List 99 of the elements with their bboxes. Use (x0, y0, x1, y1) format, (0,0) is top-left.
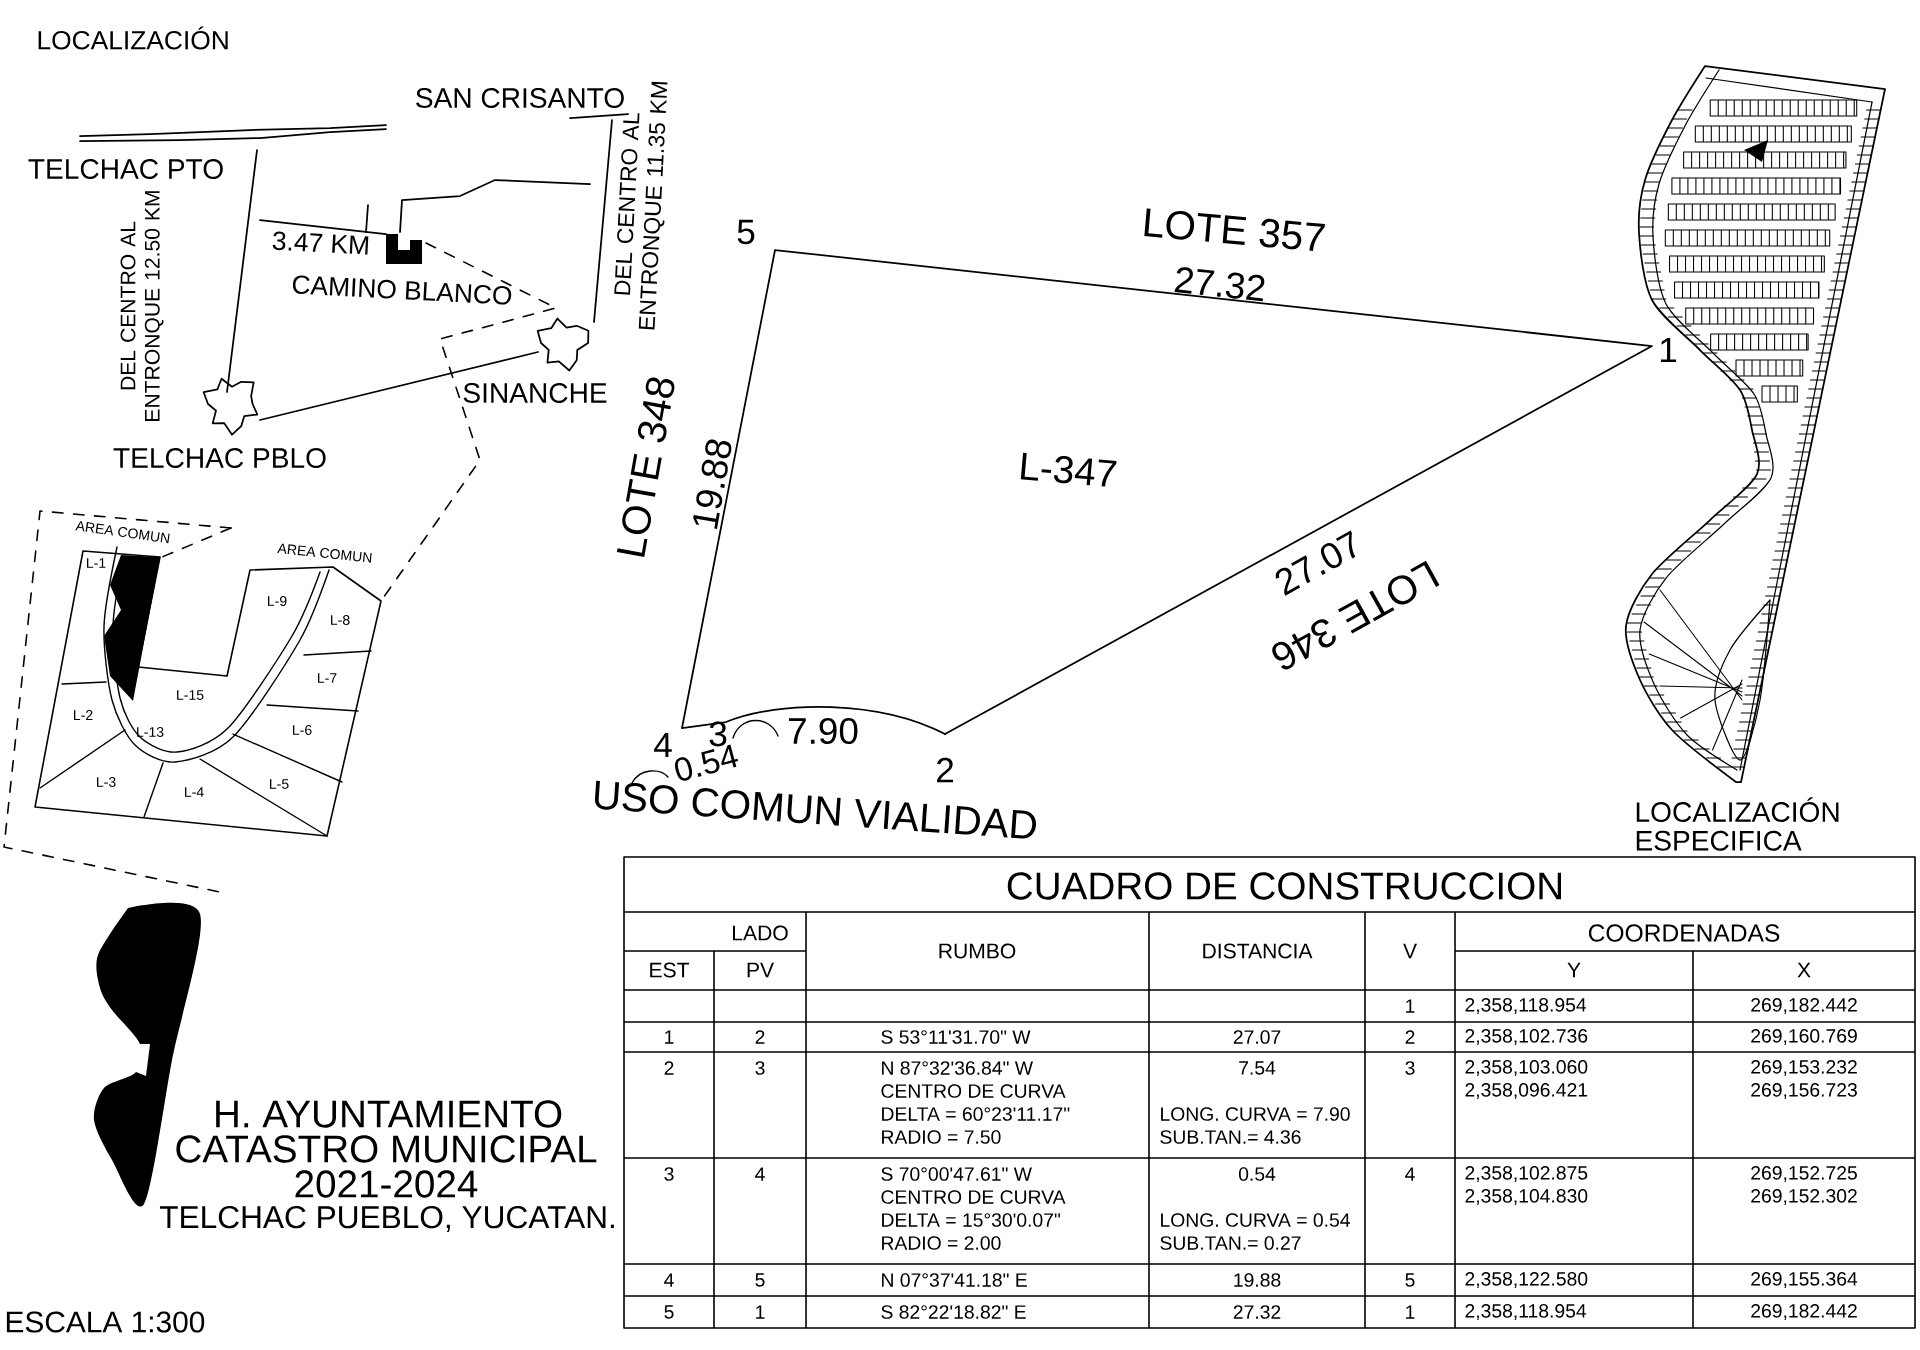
cell-text: SUB.TAN.= 4.36 (1160, 1130, 1301, 1144)
cell-text: 5 (755, 1273, 765, 1287)
cell-text: 3 (755, 1061, 765, 1075)
cell-text: RADIO = 7.50 (882, 1130, 1001, 1144)
cell-text: 3 (664, 1167, 674, 1181)
cell-text: 1 (1406, 999, 1415, 1013)
cell-text: 2,358,104.830 (1465, 1189, 1588, 1205)
cell-text: 2 (1405, 1030, 1415, 1044)
cell-text: 2,358,118.954 (1465, 1304, 1587, 1320)
cell-text: 2,358,103.060 (1465, 1060, 1588, 1076)
cell-text: DELTA = 60°23'11.17" (882, 1107, 1070, 1121)
neighbour-lot-label: LOTE 357 (1144, 208, 1325, 251)
lot-label: L-7 (318, 673, 337, 683)
cell-text: CENTRO DE CURVA (881, 1190, 1066, 1204)
cell-text: 2,358,122.580 (1465, 1272, 1588, 1288)
lot-label: L-5 (270, 779, 289, 789)
lot-label: L-1 (87, 558, 106, 568)
cell-text: 27.32 (1233, 1305, 1281, 1319)
cell-text: 4 (755, 1167, 765, 1181)
cell-text: 27.07 (1233, 1030, 1281, 1044)
column-header: PV (747, 962, 774, 978)
cell-text: 5 (1405, 1273, 1415, 1287)
scale-note: ESCALA 1:300 (6, 1311, 205, 1333)
cell-text: 4 (664, 1273, 674, 1287)
column-header: RUMBO (939, 943, 1016, 959)
place-name: SAN CRISANTO (416, 88, 624, 108)
cell-text: S 82°22'18.82" E (881, 1305, 1026, 1319)
place-name: TELCHAC PBLO (113, 448, 326, 468)
cell-text: 2,358,102.736 (1465, 1029, 1588, 1045)
cell-text: 269,152.302 (1751, 1189, 1857, 1205)
cell-text: 0.54 (1239, 1167, 1276, 1181)
cell-text: S 70°00'47.61" W (881, 1167, 1032, 1181)
lot-label: L-15 (177, 690, 204, 700)
lot-label: L-6 (293, 725, 312, 735)
lot-label: L-13 (137, 727, 164, 737)
neighbour-lot-label: LOTE 348 (616, 377, 675, 557)
cell-text: SUB.TAN.= 0.27 (1160, 1236, 1301, 1250)
cell-text: 5 (664, 1305, 674, 1319)
lot-label: L-2 (74, 710, 93, 720)
side-length: 19.88 (693, 439, 732, 529)
cell-text: LONG. CURVA = 7.90 (1161, 1107, 1350, 1121)
cell-text: 4 (1405, 1167, 1415, 1181)
office-stamp-text: TELCHAC PUEBLO, YUCATAN. (159, 1205, 614, 1233)
distance-note: DEL CENTRO AL ENTRONQUE 12.50 KM (120, 191, 164, 421)
cell-text: S 53°11'31.70" W (881, 1030, 1031, 1044)
cell-text: 7.54 (1239, 1061, 1276, 1075)
cell-text: 2,358,118.954 (1465, 998, 1587, 1014)
cell-text: RADIO = 2.00 (882, 1236, 1001, 1250)
office-stamp-text: H. AYUNTAMIENTO (216, 1100, 562, 1128)
table-title: CUADRO DE CONSTRUCCION (1007, 872, 1561, 900)
cell-text: 2,358,102.875 (1465, 1166, 1588, 1182)
cell-text: 2 (755, 1030, 765, 1044)
cell-text: 269,182.442 (1751, 1304, 1857, 1320)
cell-text: 2 (664, 1061, 674, 1075)
cell-text: N 87°32'36.84" W (882, 1061, 1033, 1075)
lot-label: L-4 (185, 787, 204, 797)
cell-text: 269,156.723 (1751, 1083, 1857, 1099)
drawing-caption: LOCALIZACIÓN ESPECIFICA (1636, 797, 1839, 851)
vertex-number: 4 (654, 732, 672, 758)
vertex-number: 2 (937, 757, 954, 783)
office-stamp-text: 2021-2024 (295, 1170, 478, 1198)
lot-label: L-9 (268, 596, 287, 606)
side-length: 27.32 (1174, 267, 1265, 302)
lot-label: L-8 (331, 615, 350, 625)
cell-text: 269,155.364 (1751, 1272, 1858, 1288)
cell-text: CENTRO DE CURVA (881, 1084, 1066, 1098)
column-header: LADO (733, 925, 788, 941)
cell-text: 2,358,096.421 (1465, 1083, 1588, 1099)
distance-label: 3.47 KM (272, 231, 369, 255)
cell-text: 269,160.769 (1751, 1029, 1857, 1045)
column-header: V (1403, 943, 1417, 959)
vertex-number: 1 (1660, 337, 1677, 363)
cell-text: 269,182.442 (1751, 998, 1857, 1014)
place-name: TELCHAC PTO (28, 159, 223, 179)
cell-text: DELTA = 15°30'0.07" (882, 1213, 1061, 1227)
area-label: AREA COMUN (277, 543, 372, 563)
area-label: AREA COMUN (75, 521, 170, 544)
place-name: CAMINO BLANCO (292, 275, 512, 305)
lot-label: L-347 (1020, 452, 1117, 487)
cell-text: 19.88 (1234, 1273, 1281, 1287)
lot-label: L-3 (97, 777, 116, 787)
office-stamp-text: CATASTRO MUNICIPAL (176, 1135, 597, 1163)
column-header: Y (1567, 962, 1581, 978)
cell-text: 1 (665, 1030, 674, 1044)
heading: LOCALIZACIÓN (38, 26, 228, 50)
cell-text: 3 (1405, 1061, 1415, 1075)
cell-text: N 07°37'41.18" E (882, 1273, 1027, 1287)
side-length: 7.90 (789, 718, 858, 745)
vertex-number: 5 (737, 219, 755, 245)
cell-text: 269,153.232 (1751, 1060, 1857, 1076)
cell-text: 1 (756, 1305, 765, 1319)
column-header: COORDENADAS (1588, 924, 1780, 942)
cell-text: 1 (1406, 1305, 1415, 1319)
cell-text: LONG. CURVA = 0.54 (1161, 1213, 1350, 1227)
place-name: SINANCHE (463, 383, 607, 403)
column-header: EST (650, 962, 690, 978)
column-header: X (1797, 962, 1811, 978)
column-header: DISTANCIA (1203, 943, 1313, 959)
cell-text: 269,152.725 (1751, 1166, 1857, 1182)
